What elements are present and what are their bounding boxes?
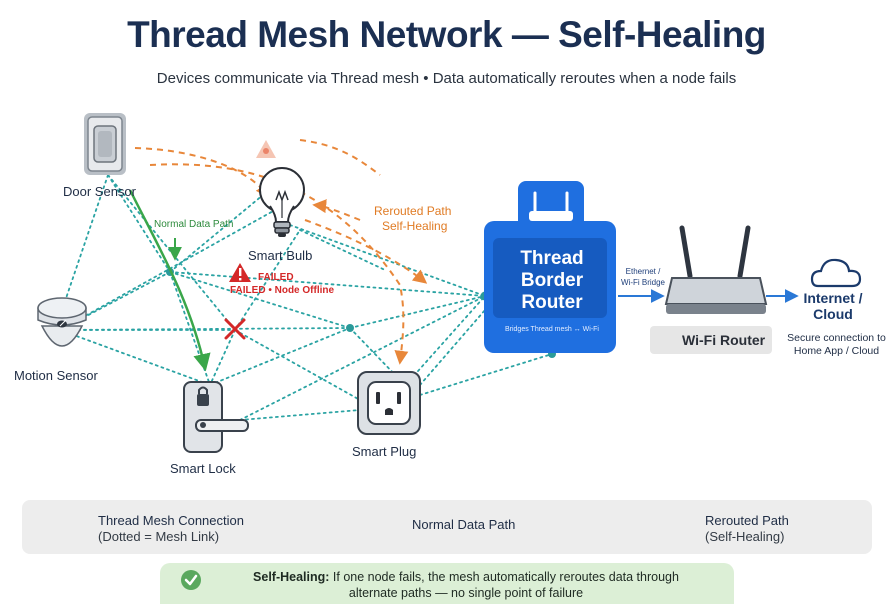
note-line2: alternate paths — no single point of fai…	[348, 586, 584, 600]
mesh-link	[419, 309, 486, 386]
mesh-link	[234, 329, 361, 401]
motion-sensor-icon	[37, 297, 87, 347]
page-title: Thread Mesh Network — Self-Healing	[127, 14, 766, 55]
motion-sensor-label: Motion Sensor	[14, 368, 98, 383]
ethernet-label: Ethernet / Wi-Fi Bridge	[612, 266, 674, 288]
self-healing-text: Self-Healing: If one node fails, the mes…	[210, 569, 722, 601]
mesh-link	[169, 271, 486, 297]
cloud-subtitle-line: Secure connection to	[787, 332, 886, 344]
mesh-link	[239, 409, 361, 421]
rerouted-label-1: Rerouted Path	[374, 204, 452, 218]
mesh-node	[346, 324, 354, 332]
failed-label-2: FAILED • Node Offline	[230, 285, 335, 296]
mesh-link	[169, 184, 276, 273]
page-subtitle: Devices communicate via Thread mesh • Da…	[156, 70, 737, 87]
mesh-link	[239, 295, 486, 421]
mesh-link	[409, 295, 486, 381]
smart-bulb-label: Smart Bulb	[248, 248, 313, 263]
border-router-title-line: Thread	[520, 248, 584, 269]
cloud-title-line: Internet /	[803, 290, 863, 306]
failed-label-1: FAILED	[258, 272, 294, 283]
normal-path-label: Normal Data Path	[154, 219, 234, 230]
legend-rerouted-title: Rerouted Path	[705, 513, 789, 528]
cloud-title-line: Cloud	[813, 306, 853, 322]
mesh-link	[107, 174, 171, 273]
door-sensor-label: Door Sensor	[63, 184, 136, 199]
note-bold: Self-Healing:	[253, 570, 330, 584]
smart-plug-icon	[357, 371, 421, 435]
wifi-router-icon	[664, 225, 768, 314]
check-icon	[181, 570, 201, 590]
legend-normal-title: Normal Data Path	[412, 517, 516, 532]
smart-lock-icon	[183, 381, 249, 453]
cloud-icon	[810, 258, 862, 288]
mesh-link	[59, 209, 276, 331]
mesh-link	[299, 229, 386, 271]
cloud-subtitle: Secure connection to Home App / Cloud	[780, 332, 893, 358]
mesh-link	[419, 353, 553, 396]
mesh-link	[209, 329, 236, 386]
legend-panel	[22, 500, 872, 554]
failed-x-mark	[224, 318, 246, 340]
rerouted-path	[312, 199, 361, 221]
mesh-link	[59, 327, 351, 331]
wifi-router-pill	[650, 326, 772, 354]
mesh-link	[169, 271, 351, 329]
rerouted-path	[304, 219, 428, 284]
lightbulb-icon	[256, 140, 305, 237]
legend-mesh-title: Thread Mesh Connection	[98, 513, 244, 528]
mesh-link	[61, 174, 109, 311]
mesh-link	[349, 295, 486, 329]
note-line1: If one node fails, the mesh automaticall…	[329, 570, 679, 584]
border-router-box	[484, 181, 616, 353]
mesh-links	[59, 174, 553, 421]
border-router-title-line: Router	[521, 292, 583, 313]
warning-icon	[229, 263, 251, 282]
mesh-link	[289, 224, 486, 297]
self-healing-note	[160, 563, 734, 604]
legend-rerouted-subtitle: (Self-Healing)	[705, 529, 785, 544]
cloud-subtitle-line: Home App / Cloud	[793, 345, 880, 357]
mesh-link	[169, 271, 211, 386]
smart-plug-label: Smart Plug	[352, 444, 417, 459]
smart-lock-label: Smart Lock	[170, 461, 236, 476]
rerouted-path	[299, 139, 381, 176]
rerouted-label-2: Self-Healing	[382, 219, 448, 233]
wifi-router-label: Wi-Fi Router	[682, 332, 766, 348]
rerouted-path	[149, 163, 409, 365]
ethernet-label-line: Ethernet /	[625, 267, 661, 276]
door-sensor-icon	[84, 113, 126, 175]
ethernet-label-line: Wi-Fi Bridge	[620, 278, 665, 287]
rerouted-path	[134, 147, 270, 199]
mesh-link	[59, 329, 211, 386]
border-router-title-line: Border	[520, 270, 584, 291]
normal-data-path	[128, 189, 211, 372]
mesh-link	[209, 327, 351, 386]
legend-mesh-subtitle: (Dotted = Mesh Link)	[98, 529, 220, 544]
cloud-title: Internet / Cloud	[788, 290, 878, 322]
border-router-title: Thread Border Router	[492, 248, 612, 314]
border-router-subtitle: Bridges Thread mesh ↔ Wi-Fi	[504, 326, 599, 333]
